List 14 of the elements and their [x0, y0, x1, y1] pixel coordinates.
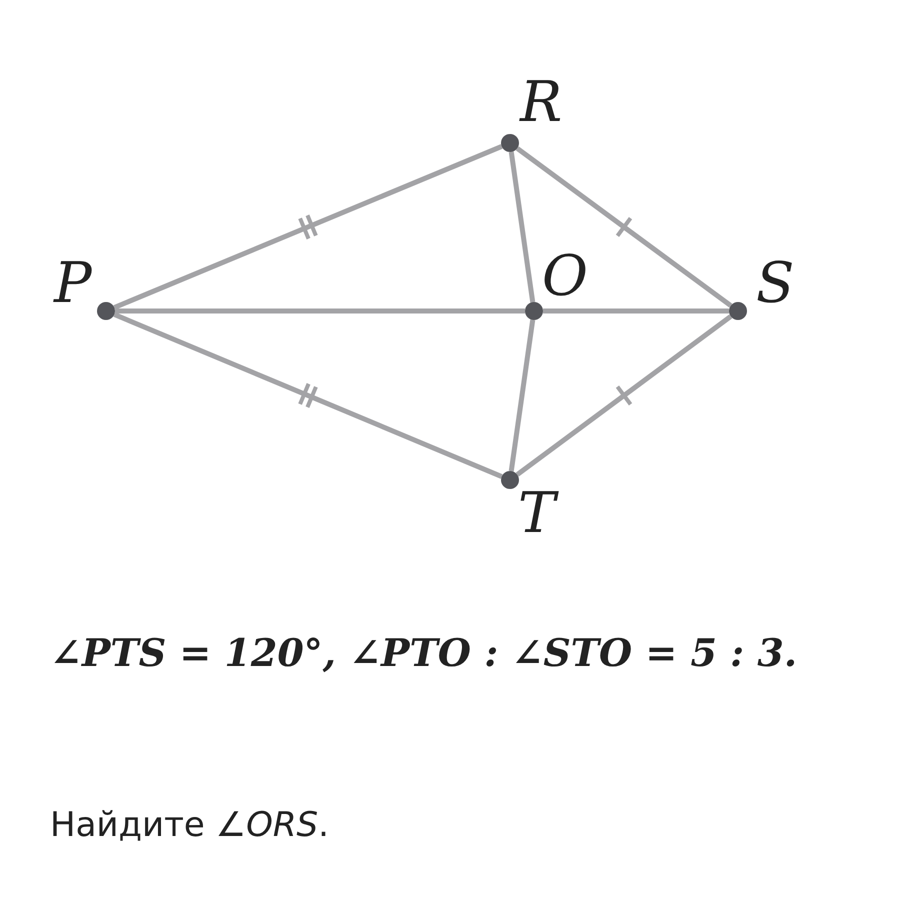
line-segment	[508, 320, 536, 472]
line-segment	[516, 314, 732, 477]
point-label: S	[756, 256, 794, 312]
line-segment	[543, 308, 729, 314]
given-condition: ∠PTS = 120°, ∠PTO : ∠STO = 5 : 3.	[50, 630, 798, 676]
point-label: R	[520, 75, 562, 131]
line-segment	[113, 312, 503, 479]
line-segment	[115, 308, 525, 314]
line-segment	[508, 152, 536, 302]
line-segment	[113, 144, 503, 310]
question-text: Найдите ∠ORS.	[50, 805, 329, 846]
point-label: P	[54, 256, 92, 312]
line-segment	[516, 146, 732, 308]
point-label: O	[542, 249, 588, 305]
